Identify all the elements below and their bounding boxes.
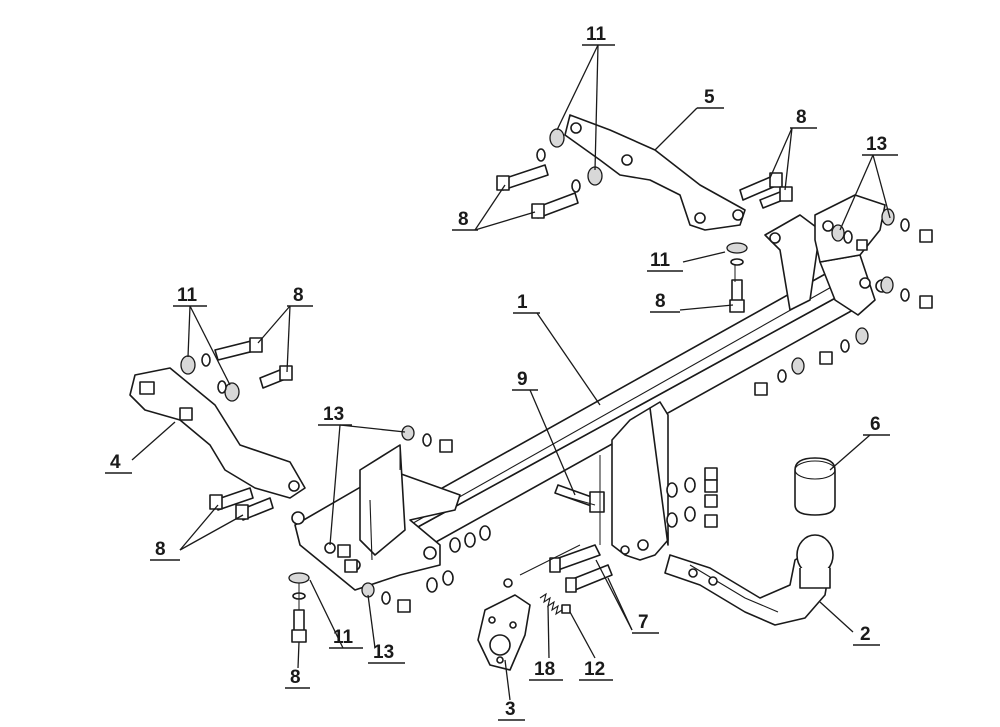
callout-11-mid: 11 bbox=[647, 250, 683, 272]
upper-left-bracket bbox=[129, 367, 306, 499]
callout-8-bottom-text: 8 bbox=[290, 667, 301, 688]
callout-11-top: 11 bbox=[582, 24, 615, 46]
callout-2: 2 bbox=[853, 624, 880, 646]
spring bbox=[539, 592, 571, 616]
socket-plate bbox=[477, 578, 531, 671]
bolts-left-bottom bbox=[209, 487, 274, 521]
callout-11-bottom: 11 bbox=[329, 627, 363, 649]
ball-cap bbox=[794, 457, 836, 516]
callout-3-text: 3 bbox=[505, 699, 516, 720]
callout-3: 3 bbox=[498, 699, 525, 721]
bolt-8-vertical-right bbox=[726, 242, 748, 313]
tow-ball-assembly bbox=[664, 534, 834, 626]
callout-12: 12 bbox=[579, 659, 613, 681]
nuts-washers-center bbox=[337, 425, 491, 613]
callout-8-mid-text: 8 bbox=[655, 291, 666, 312]
callout-8-top-left-text: 8 bbox=[458, 209, 469, 230]
callout-11-left: 11 bbox=[173, 285, 207, 307]
callout-5: 5 bbox=[697, 87, 724, 109]
callout-6-text: 6 bbox=[870, 414, 881, 435]
main-crossbeam bbox=[384, 254, 876, 563]
callout-7-text: 7 bbox=[638, 612, 649, 633]
callout-11-bottom-text: 11 bbox=[333, 627, 354, 648]
callout-8-top-right-text: 8 bbox=[796, 107, 807, 128]
callout-4-text: 4 bbox=[110, 452, 121, 473]
callout-8-mid: 8 bbox=[650, 291, 680, 313]
hitch-mounting-plate bbox=[611, 401, 669, 561]
callout-9: 9 bbox=[512, 369, 538, 391]
callout-7: 7 bbox=[632, 612, 659, 634]
upper-right-bracket bbox=[564, 114, 746, 231]
nuts-washers-right-upper bbox=[831, 208, 933, 309]
callout-13-right-text: 13 bbox=[866, 134, 887, 155]
callout-13-right: 13 bbox=[862, 134, 898, 156]
callout-8-bottom: 8 bbox=[285, 667, 310, 689]
callout-8-left-top: 8 bbox=[287, 285, 313, 307]
callout-13-center: 13 bbox=[318, 404, 352, 426]
callout-8-top-right: 8 bbox=[790, 107, 817, 129]
callout-11-left-text: 11 bbox=[177, 285, 198, 306]
callout-18: 18 bbox=[529, 659, 563, 681]
callout-12-text: 12 bbox=[584, 659, 605, 680]
callout-8-left-bottom-text: 8 bbox=[155, 539, 166, 560]
callout-4: 4 bbox=[105, 452, 132, 474]
nuts-washers-hitch bbox=[666, 467, 718, 528]
callout-1-text: 1 bbox=[517, 292, 528, 313]
callout-2-text: 2 bbox=[860, 624, 871, 645]
callout-5-text: 5 bbox=[704, 87, 715, 108]
callout-11-top-text: 11 bbox=[586, 24, 607, 45]
callout-1: 1 bbox=[513, 292, 540, 314]
callout-9-text: 9 bbox=[517, 369, 528, 390]
callout-13-center-text: 13 bbox=[323, 404, 344, 425]
alignment-lines bbox=[298, 265, 736, 610]
bolts-left bbox=[180, 337, 293, 402]
callout-8-left-bottom: 8 bbox=[150, 539, 180, 561]
bolts-7 bbox=[549, 544, 613, 593]
bolt-9 bbox=[554, 484, 605, 513]
callout-8-top-left: 8 bbox=[452, 209, 478, 231]
callout-18-text: 18 bbox=[534, 659, 555, 680]
left-beam-bracket bbox=[291, 444, 461, 591]
nuts-washers-right-lower bbox=[754, 327, 869, 396]
callout-13-bottom-text: 13 bbox=[373, 642, 394, 663]
callout-8-left-top-text: 8 bbox=[293, 285, 304, 306]
bolts-top-right bbox=[739, 172, 793, 209]
callout-6: 6 bbox=[863, 414, 890, 436]
leader-lines bbox=[131, 44, 891, 701]
callout-11-mid-text: 11 bbox=[650, 250, 671, 271]
callout-13-bottom: 13 bbox=[368, 642, 405, 664]
bolts-top-left bbox=[496, 128, 603, 219]
